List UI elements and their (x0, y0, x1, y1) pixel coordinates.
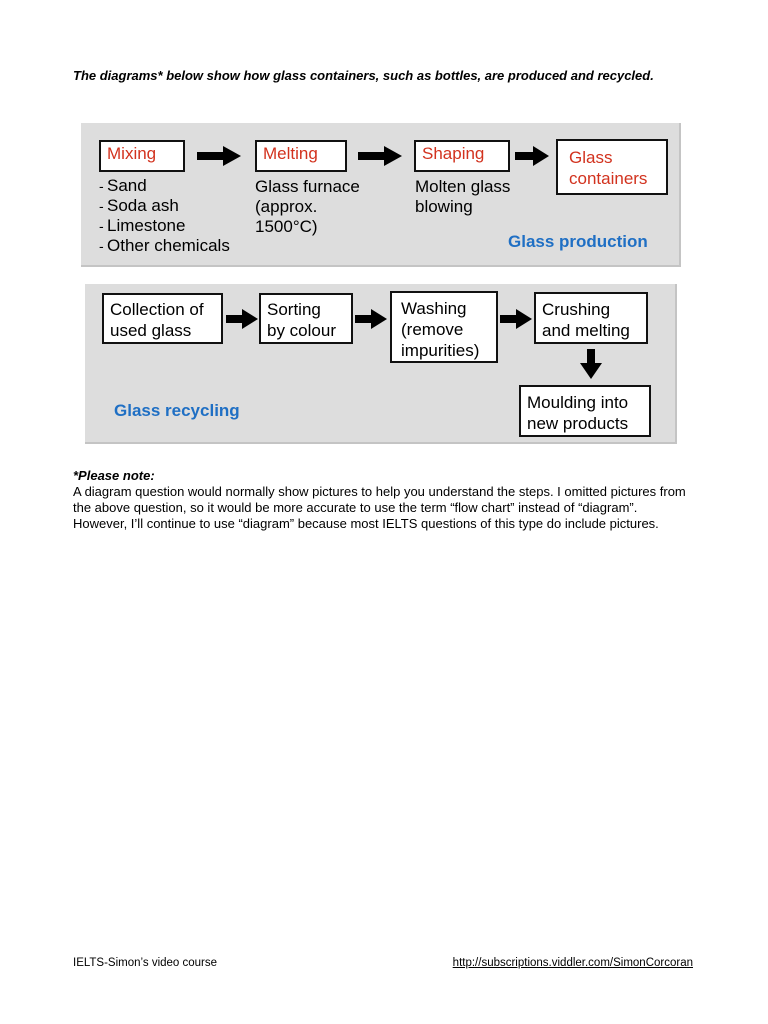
arrow-right-icon (515, 146, 549, 166)
arrow-right-icon (358, 146, 402, 166)
intro-text: The diagrams* below show how glass conta… (73, 68, 654, 83)
step-melting: Melting (255, 140, 347, 172)
ingredients-list: Sand Soda ash Limestone Other chemicals (99, 176, 230, 256)
melting-note: Glass furnace (approx. 1500°C) (255, 177, 360, 236)
note-section: *Please note: A diagram question would n… (73, 468, 695, 532)
step-mixing: Mixing (99, 140, 185, 172)
step-shaping: Shaping (414, 140, 510, 172)
arrow-right-icon (355, 309, 387, 329)
ingredient-item: Sand (99, 176, 230, 196)
ingredient-item: Soda ash (99, 196, 230, 216)
arrow-right-icon (197, 146, 241, 166)
shaping-note: Molten glass blowing (415, 177, 511, 216)
ingredient-item: Limestone (99, 216, 230, 236)
note-body: A diagram question would normally show p… (73, 484, 686, 531)
production-label: Glass production (508, 232, 648, 251)
arrow-right-icon (226, 309, 258, 329)
step-crushing: Crushing and melting (534, 292, 648, 344)
ingredient-item: Other chemicals (99, 236, 230, 256)
step-moulding: Moulding into new products (519, 385, 651, 437)
step-glass-containers: Glass containers (556, 139, 668, 195)
arrow-down-icon (580, 349, 602, 379)
step-sorting: Sorting by colour (259, 293, 353, 344)
arrow-right-icon (500, 309, 532, 329)
step-collection: Collection of used glass (102, 293, 223, 344)
recycling-label: Glass recycling (114, 401, 240, 420)
footer-course-name: IELTS-Simon’s video course (73, 957, 218, 969)
step-washing: Washing (remove impurities) (390, 291, 498, 363)
footer-link[interactable]: http://subscriptions.viddler.com/SimonCo… (452, 957, 693, 969)
note-heading: *Please note: (73, 468, 155, 483)
